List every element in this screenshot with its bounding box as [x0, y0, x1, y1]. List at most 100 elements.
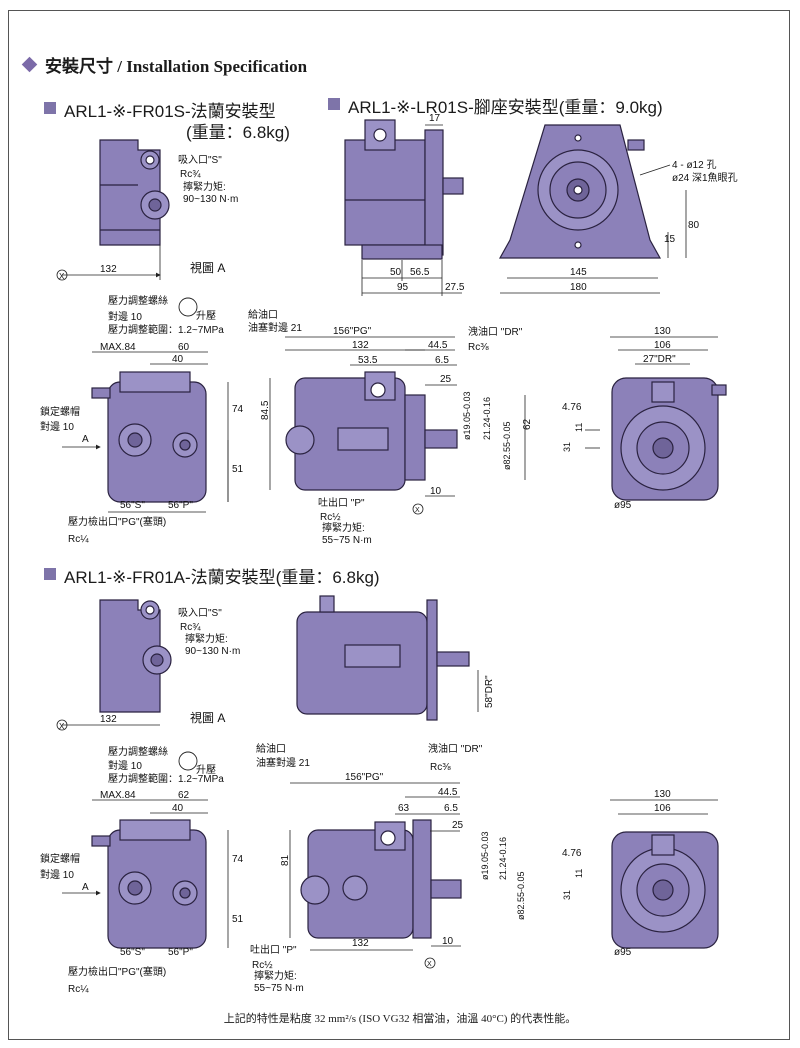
dim-74: 74 [232, 404, 244, 415]
dim-95-dia-2: ø95 [614, 947, 632, 958]
rc14-label-2: Rc¼ [68, 983, 89, 995]
square-bullet-icon [44, 102, 56, 114]
torque-55-75: 55~75 N·m [322, 535, 372, 546]
suction-port-label-2: 吸入口"S" [178, 608, 222, 619]
pg-port-label-2: 壓力檢出口"PG"(塞頭) [68, 965, 166, 978]
key-21-label-2: 21.24-0.16 [498, 837, 508, 880]
section3-heading: ARL1-※-FR01A-法蘭安裝型(重量：6.8kg) [44, 563, 380, 588]
pressure-screw-label: 壓力調整螺絲 [108, 294, 168, 307]
view-a-drawing-1 [99, 139, 170, 246]
x-mark-4: X [427, 961, 432, 968]
section1-title: ARL1-※-FR01S-法蘭安裝型 [64, 102, 276, 121]
rotate-arrow-icon [178, 297, 198, 317]
dim-6-5-2: 6.5 [444, 803, 458, 814]
dim-74-2: 74 [232, 854, 244, 865]
section2-title: ARL1-※-LR01S-腳座安裝型(重量：9.0kg) [348, 98, 663, 117]
dim-4-76: 4.76 [562, 402, 582, 413]
pressure-range-label-2: 壓力調整範圍：1.2~7MPa [108, 772, 224, 785]
dim-27-5: 27.5 [445, 282, 465, 293]
across10-label-4: 對邊 10 [40, 868, 74, 881]
across10-label-3: 對邊 10 [108, 759, 142, 772]
rear-view-3 [91, 819, 207, 949]
across10-label: 對邊 10 [108, 310, 142, 323]
dim-95: 95 [397, 282, 409, 293]
footer-note: 上記的特性是粘度 32 mm²/s (ISO VG32 相當油，油溫 40°C)… [223, 1013, 577, 1025]
pressure-screw-label-2: 壓力調整螺絲 [108, 745, 168, 758]
plug21-label: 油塞對邊 21 [248, 321, 302, 334]
dim-145: 145 [570, 267, 587, 278]
dim-84-5: 84.5 [260, 400, 271, 420]
dim-80: 80 [688, 220, 700, 231]
rc38-label-2: Rc⅜ [430, 762, 451, 773]
dim-60: 60 [178, 342, 190, 353]
shaft-19-label-2: ø19.05-0.03 [480, 831, 490, 880]
rotate-arrow-icon-2 [178, 751, 198, 771]
torque-90-130: 90~130 N·m [183, 194, 238, 205]
fill-port-label: 給油口 [248, 308, 278, 321]
dim-10: 10 [430, 486, 442, 497]
outlet-label-2: 吐出口 "P" [250, 943, 297, 956]
side-view-1 [285, 371, 458, 491]
dim-130-2: 130 [654, 789, 671, 800]
dim-44-5: 44.5 [428, 340, 448, 351]
lock-nut-label-2: 鎖定螺帽 [40, 852, 80, 865]
dim-51-2: 51 [232, 914, 244, 925]
dr58-label: 58"DR" [484, 675, 495, 708]
holes-label: 4 - ø12 孔 [672, 159, 716, 171]
rc34-label: Rc¾ [180, 169, 201, 180]
view-a-label-2: 視圖 A [190, 710, 225, 725]
section2-heading: ARL1-※-LR01S-腳座安裝型(重量：9.0kg) [328, 93, 663, 118]
x-mark-2: X [415, 507, 420, 514]
front-view-3 [611, 831, 719, 949]
dim-4-76-2: 4.76 [562, 848, 582, 859]
rc34-label-2: Rc¾ [180, 622, 201, 633]
dim-62: 62 [178, 790, 190, 801]
torque-label-3: 擰緊力矩: [185, 632, 228, 645]
dim-106: 106 [654, 340, 671, 351]
section3-title: ARL1-※-FR01A-法蘭安裝型(重量：6.8kg) [64, 568, 380, 587]
rc12-label: Rc½ [320, 512, 341, 523]
page-frame [8, 10, 790, 1040]
dim-10-2: 10 [442, 936, 454, 947]
dim-53-5: 53.5 [358, 355, 378, 366]
dim-50: 50 [390, 267, 402, 278]
dim-95-dia: ø95 [614, 500, 632, 511]
header-title: 安裝尺寸 / Installation Specification [45, 57, 308, 76]
rear-view-1 [91, 371, 207, 503]
dim-132-c: 132 [100, 714, 117, 725]
raise-label: 升壓 [196, 310, 216, 322]
lock-nut-label: 鎖定螺帽 [40, 405, 80, 418]
page-header: 安裝尺寸 / Installation Specification [21, 52, 308, 77]
dim-25: 25 [440, 374, 452, 385]
dim-180: 180 [570, 282, 587, 293]
dim-25-2: 25 [452, 820, 464, 831]
pg-port-label: 壓力檢出口"PG"(塞頭) [68, 515, 166, 528]
torque-label-2: 擰緊力矩: [322, 521, 365, 534]
pilot-82-label: ø82.55-0.05 [502, 421, 512, 470]
torque-55-75-2: 55~75 N·m [254, 983, 304, 994]
dim-15: 15 [664, 234, 676, 245]
dr27-label: 27"DR" [643, 354, 676, 365]
a-mark-2: A [82, 882, 89, 893]
counterbore-label: ø24 深1魚眼孔 [672, 171, 738, 184]
drain-label-2: 洩油口 "DR" [428, 742, 483, 755]
dim-31: 31 [562, 442, 572, 452]
dim-40: 40 [172, 354, 184, 365]
dim-106-2: 106 [654, 803, 671, 814]
dim-11: 11 [574, 423, 584, 432]
torque-label: 擰緊力矩: [183, 180, 226, 193]
fill-port-label-2: 給油口 [256, 742, 286, 755]
dim-81: 81 [280, 854, 291, 866]
foot-mount-side-view [344, 119, 464, 260]
torque-label-4: 擰緊力矩: [254, 969, 297, 982]
dim-31-2: 31 [562, 890, 572, 900]
square-bullet-icon [328, 98, 340, 110]
x-mark: X [59, 272, 65, 281]
dim-56-5: 56.5 [410, 267, 430, 278]
across10-label-2: 對邊 10 [40, 420, 74, 433]
key-21-label: 21.24-0.16 [482, 397, 492, 440]
dim-132-b: 132 [352, 340, 369, 351]
view-a-drawing-2 [99, 599, 172, 713]
dim-40-2: 40 [172, 803, 184, 814]
